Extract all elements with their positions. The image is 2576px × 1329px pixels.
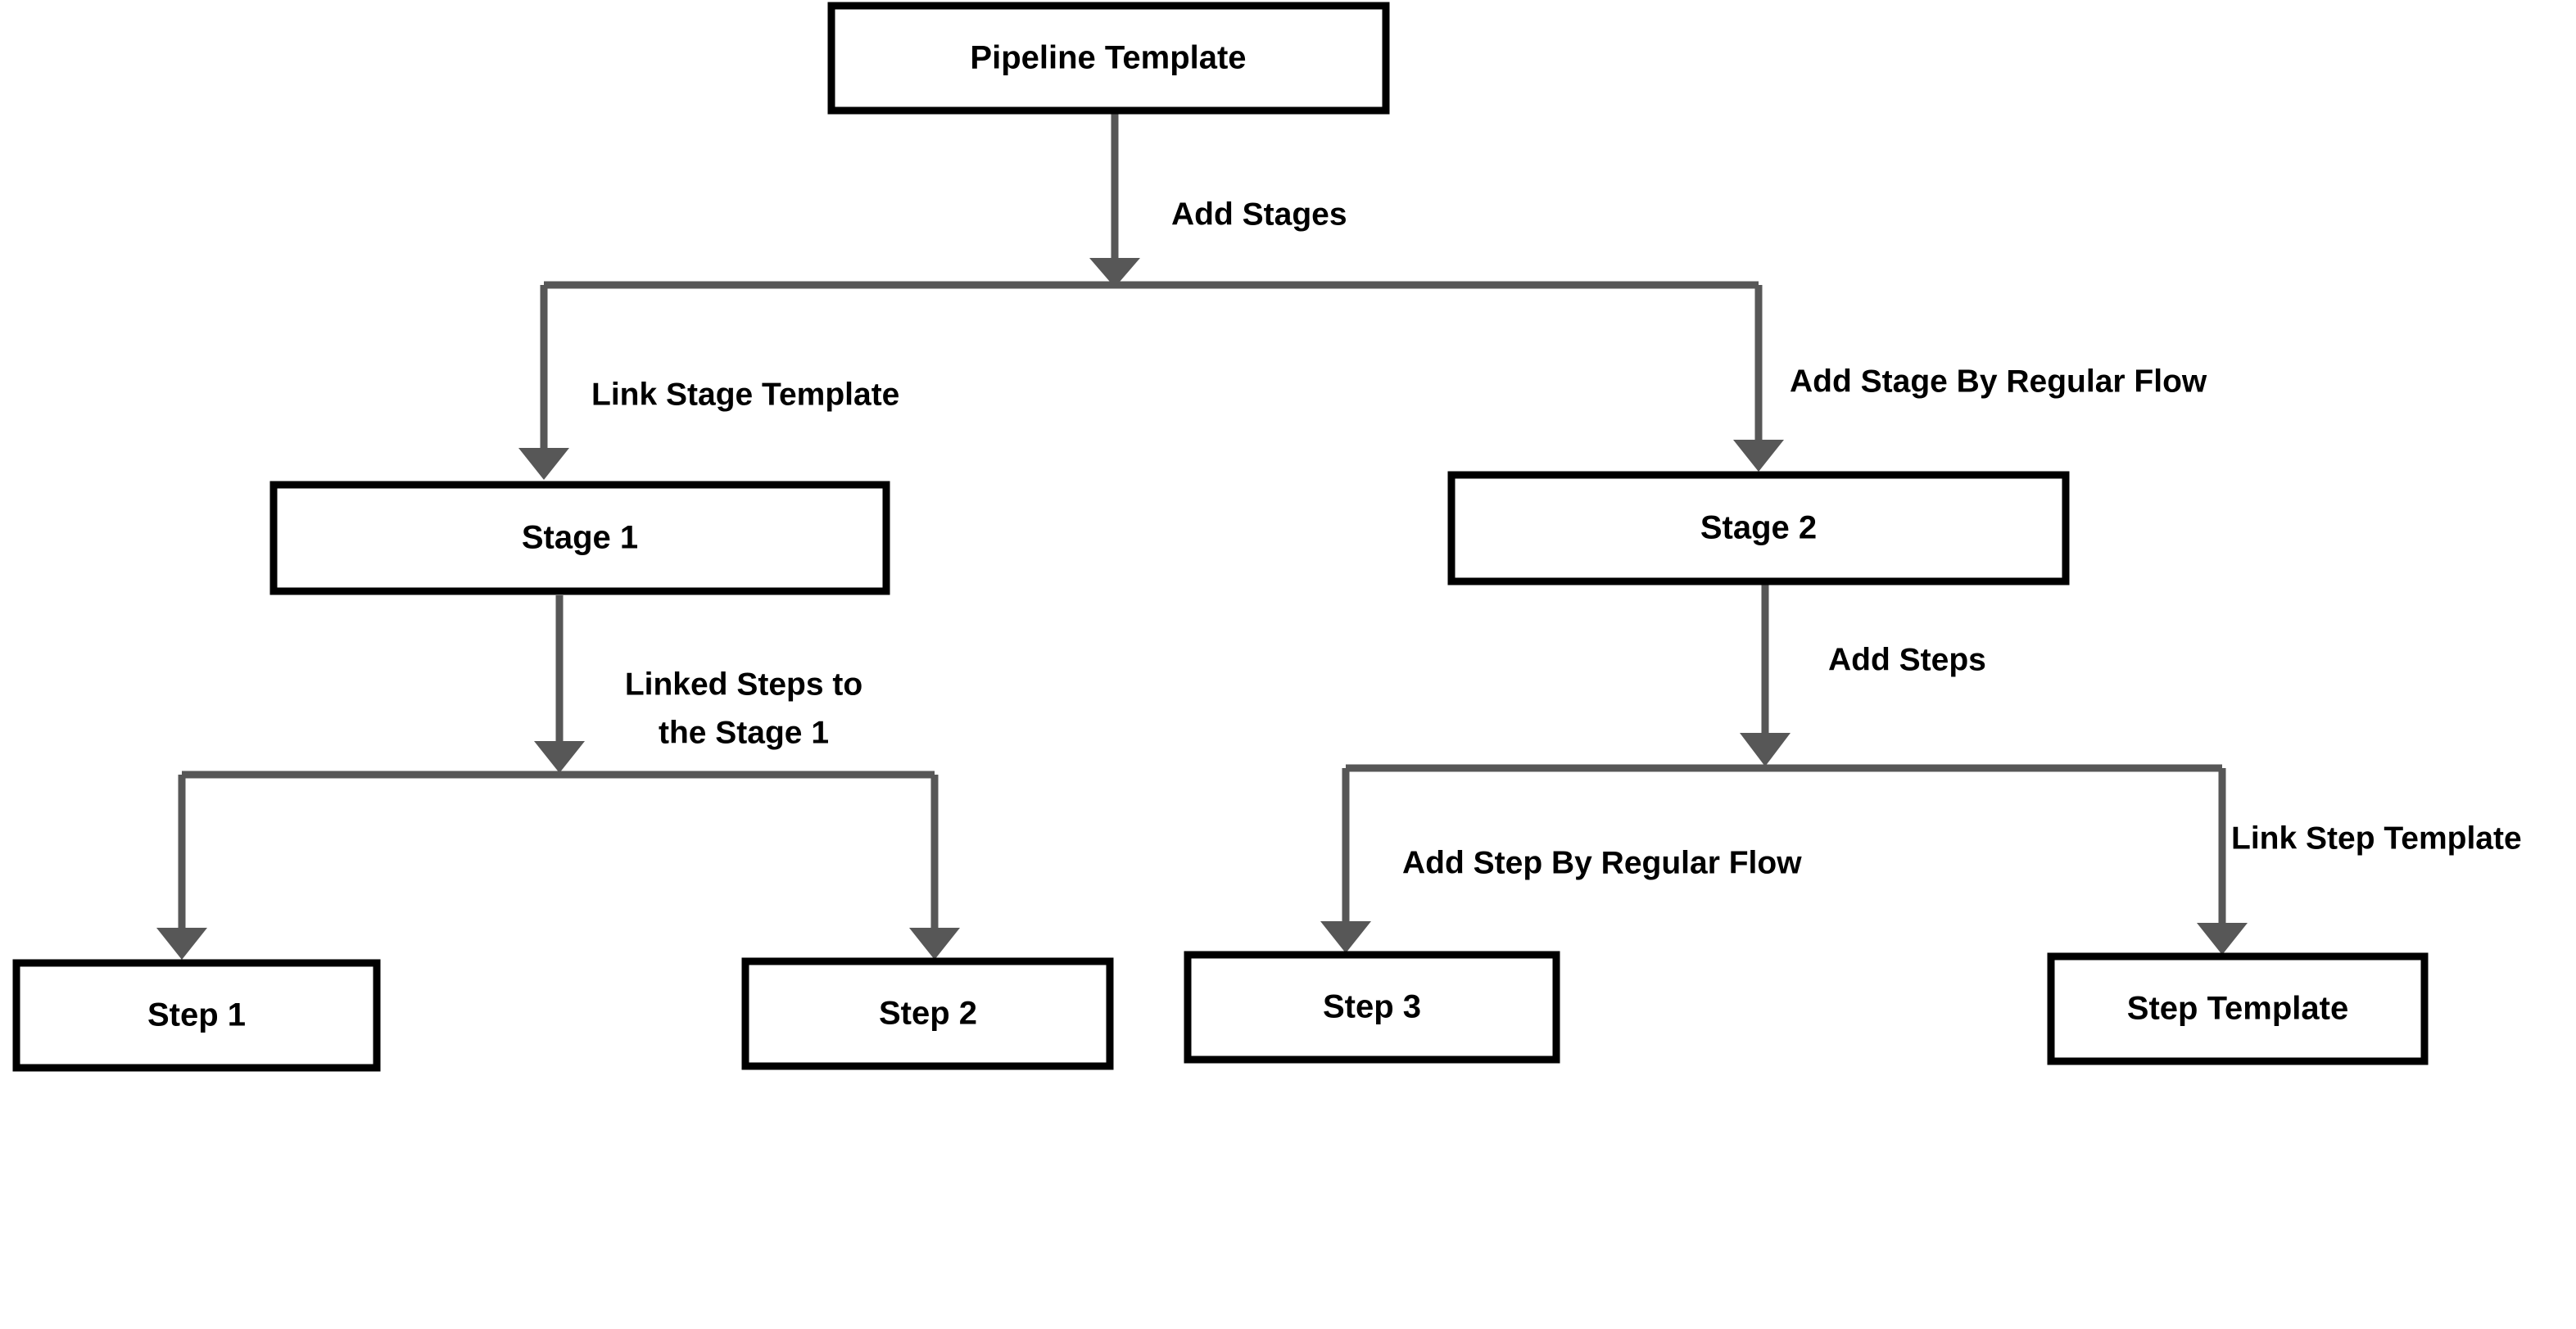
node-step-3-label: Step 3 (1323, 989, 1421, 1025)
edge-add-steps-arrowhead (1740, 733, 1791, 766)
edge-stage1-to-step1 (156, 775, 207, 960)
node-step-2-label: Step 2 (879, 996, 977, 1032)
edge-label-linked-steps-line-1: Linked Steps to (625, 667, 862, 702)
edge-link-stage-template-arrowhead (518, 448, 569, 480)
node-stage-1[interactable]: Stage 1 (269, 481, 890, 595)
edge-stage2-to-step3 (1320, 768, 1371, 953)
edge-label-link-step-template: Link Step Template (2231, 820, 2522, 856)
node-stage-2[interactable]: Stage 2 (1447, 471, 2070, 585)
node-step-template-box[interactable] (2047, 952, 2429, 1065)
edge-stage1-to-step1-arrowhead (156, 928, 207, 960)
edge-label-add-steps: Add Steps (1828, 642, 1986, 677)
edge-add-steps (1346, 585, 2222, 772)
node-step-1-label: Step 1 (147, 997, 246, 1033)
node-stage-1-box[interactable] (269, 481, 890, 595)
edge-stage2-to-step-template-arrowhead (2197, 923, 2248, 955)
node-step-1[interactable]: Step 1 (12, 959, 381, 1072)
node-step-2[interactable]: Step 2 (741, 957, 1114, 1070)
edge-add-stages-arrowhead (1089, 258, 1140, 287)
node-pipeline-template[interactable]: Pipeline Template (827, 2, 1390, 115)
edge-add-stage-by-regular-flow-arrowhead (1733, 440, 1784, 472)
edge-add-stages (544, 112, 1759, 289)
node-step-template-label: Step Template (2127, 991, 2348, 1027)
edge-stage2-to-step3-arrowhead (1320, 921, 1371, 953)
edge-add-stage-by-regular-flow (1733, 285, 1784, 472)
node-pipeline-template-box[interactable] (827, 2, 1390, 115)
node-pipeline-template-label: Pipeline Template (970, 40, 1246, 76)
edge-stage1-to-step2 (909, 775, 960, 960)
node-step-2-box[interactable] (741, 957, 1114, 1070)
node-step-1-box[interactable] (12, 959, 381, 1072)
node-stage-2-box[interactable] (1447, 471, 2070, 585)
edge-label-link-stage-template: Link Stage Template (591, 377, 899, 412)
edge-label-add-stages: Add Stages (1171, 197, 1347, 232)
edge-label-add-step-by-regular-flow: Add Step By Regular Flow (1402, 845, 1802, 880)
edge-label-add-stage-by-regular-flow: Add Stage By Regular Flow (1790, 364, 2207, 399)
node-step-3-box[interactable] (1184, 951, 1560, 1064)
edge-linked-steps-arrowhead (534, 741, 585, 773)
node-stage-1-label: Stage 1 (522, 520, 638, 556)
edge-stage2-to-step-template (2197, 768, 2248, 955)
edge-stage1-to-step2-arrowhead (909, 928, 960, 960)
edge-link-stage-template (518, 285, 569, 480)
edge-label-linked-steps-line-2: the Stage 1 (659, 715, 829, 750)
node-step-3[interactable]: Step 3 (1184, 951, 1560, 1064)
node-stage-2-label: Stage 2 (1700, 510, 1817, 546)
node-step-template[interactable]: Step Template (2047, 952, 2429, 1065)
edge-linked-steps (182, 595, 935, 779)
